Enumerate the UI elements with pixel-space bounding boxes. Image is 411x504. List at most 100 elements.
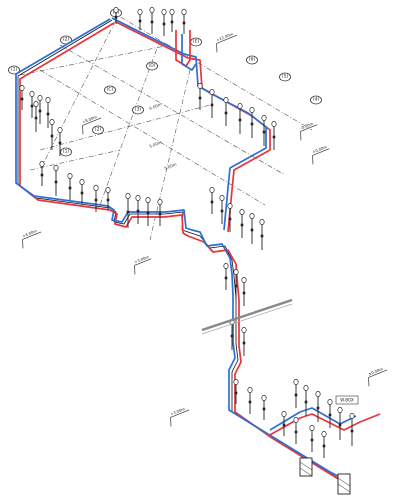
svg-text:(6): (6) <box>249 57 256 63</box>
grid-dimension-label: 6.00m <box>149 101 163 110</box>
fixture-icon <box>169 9 175 15</box>
valve-icon <box>54 180 58 184</box>
fixture-riser <box>223 263 229 290</box>
level-tag: -0.30m <box>299 121 318 141</box>
fixture-icon <box>149 7 155 13</box>
fixture-icon <box>233 379 239 385</box>
valve-icon <box>138 19 142 23</box>
valve-icon <box>250 122 254 126</box>
level-tag: +0.00m <box>311 144 330 165</box>
fixture-icon <box>105 187 111 193</box>
valve-icon <box>40 173 44 177</box>
level-tag: ±0.00m <box>367 366 388 387</box>
fixture-icon <box>19 85 25 91</box>
fixture-riser <box>227 203 233 232</box>
valve-icon <box>250 228 254 232</box>
valve-icon <box>46 112 50 116</box>
cold-water-loop-upper <box>111 17 267 231</box>
grid-line <box>39 11 121 171</box>
fixture-riser <box>321 431 327 458</box>
grid-line <box>99 39 161 206</box>
grid-line <box>59 44 286 176</box>
fixture-riser <box>93 185 99 212</box>
existing-pipe-crossing <box>201 298 293 332</box>
grid-lines: (3)(2)(1)(3)(2)(1)(6)(5)(4)(E)(D)(C)6.00… <box>8 8 322 241</box>
fixture-riser <box>315 391 321 422</box>
svg-text:(2): (2) <box>63 37 70 43</box>
fixture-icon <box>227 203 233 209</box>
fixture-icon <box>223 263 229 269</box>
fixture-riser <box>105 187 111 210</box>
fixture-riser <box>309 425 315 452</box>
fixture-icon <box>125 193 131 199</box>
fixture-icon <box>259 219 265 225</box>
fixture-icon <box>349 413 355 419</box>
svg-text:+3.00m: +3.00m <box>169 406 185 416</box>
valve-icon <box>158 212 162 216</box>
valve-icon <box>240 223 244 227</box>
tank-label: W-BOX <box>335 395 359 405</box>
valve-icon <box>182 21 186 25</box>
cold-water-pipe <box>15 18 339 477</box>
fixture-riser <box>49 119 55 150</box>
fixture-riser <box>303 385 309 416</box>
grid-line <box>39 69 266 206</box>
valve-icon <box>126 210 130 214</box>
fixture-riser <box>37 95 43 124</box>
fixture-icon <box>161 9 167 15</box>
valve-icon <box>248 400 252 404</box>
fixture-riser <box>161 9 167 36</box>
fixture-riser <box>209 89 215 118</box>
valve-icon <box>50 134 54 138</box>
valve-icon <box>238 118 242 122</box>
fixture-riser <box>271 121 277 150</box>
fixture-riser <box>219 195 225 224</box>
svg-text:-0.30m: -0.30m <box>299 121 314 131</box>
fixture-icon <box>249 107 255 113</box>
fixture-riser <box>249 213 255 244</box>
fixture-riser <box>281 411 287 436</box>
valve-icon <box>224 111 228 115</box>
fixture-icon <box>209 187 215 193</box>
valve-icon <box>262 130 266 134</box>
grid-line <box>111 11 313 131</box>
fixture-icon <box>315 391 321 397</box>
svg-text:(C): (C) <box>107 87 114 93</box>
valve-icon <box>114 15 118 19</box>
fixture-icon <box>37 95 43 101</box>
valve-icon <box>224 276 228 280</box>
grid-bubble: (5) <box>279 72 291 82</box>
fixture-riser <box>223 97 229 126</box>
fixture-icon <box>209 89 215 95</box>
fixture-icon <box>327 399 333 405</box>
valve-icon <box>68 186 72 190</box>
fixture-riser <box>261 115 267 146</box>
svg-text:+3.00m: +3.00m <box>133 254 149 264</box>
fixture-riser <box>113 7 119 24</box>
fixture-icon <box>145 197 151 203</box>
grid-bubble: (C) <box>104 85 116 95</box>
fixture-riser <box>149 7 155 34</box>
valve-icon <box>338 423 342 427</box>
fixture-icon <box>239 209 245 215</box>
valve-icon <box>322 444 326 448</box>
fixture-riser <box>233 379 239 404</box>
grid-line <box>19 44 171 76</box>
annotation-tags: +12.00m+8.00m+4.00m+3.00m+0.00m-0.30m+3.… <box>21 31 388 427</box>
valve-icon <box>80 191 84 195</box>
fixture-riser <box>33 101 39 132</box>
fixture-riser <box>249 107 255 138</box>
grid-dimension-label: 5.00m <box>164 161 178 170</box>
valve-icon <box>350 429 354 433</box>
svg-text:(4): (4) <box>313 97 320 103</box>
svg-text:(2): (2) <box>95 127 102 133</box>
valve-icon <box>304 400 308 404</box>
fixture-icon <box>29 91 35 97</box>
valve-icon <box>234 391 238 395</box>
fixture-riser <box>67 173 73 200</box>
fixture-riser <box>53 165 59 196</box>
valve-icon <box>260 234 264 238</box>
valve-icon <box>210 103 214 107</box>
svg-text:+8.00m: +8.00m <box>81 114 97 124</box>
grid-bubble: (1) <box>8 65 20 75</box>
